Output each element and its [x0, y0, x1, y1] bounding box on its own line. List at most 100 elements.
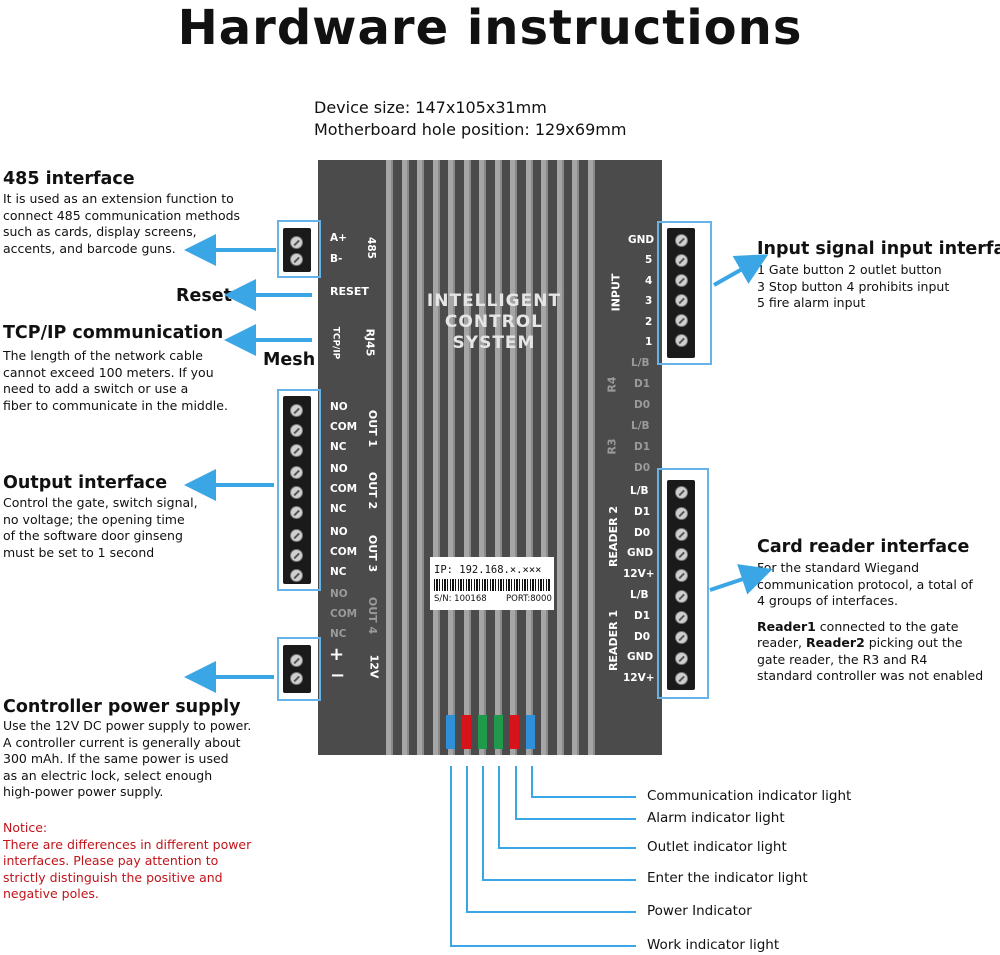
screw-icon [290, 672, 303, 685]
serial-number: S/N: 100168 [434, 594, 487, 604]
highlight-485 [277, 220, 321, 278]
indicator-enter: Enter the indicator light [647, 870, 808, 886]
terminal-485 [283, 228, 311, 272]
output-heading: Output interface [3, 473, 168, 493]
ip-label-card: IP: 192.168.×.××× S/N: 100168 PORT:8000 [430, 557, 554, 610]
pin-plus: + [329, 644, 345, 665]
r1-gnd: GND [627, 651, 654, 663]
highlight-12v [277, 637, 321, 701]
pin-b-minus: B- [330, 253, 343, 265]
screw-icon [290, 529, 303, 542]
heat-sink-fin [572, 160, 579, 755]
power-line: high-power power supply. [3, 784, 164, 799]
screw-icon [675, 274, 688, 287]
tcpip-line: The length of the network cable [3, 348, 203, 363]
power-line: as an electric lock, select enough [3, 767, 213, 783]
barcode-icon [434, 579, 550, 591]
screw-icon [675, 314, 688, 327]
r4-lb: L/B [631, 357, 650, 369]
power-line: Use the 12V DC power supply to power. [3, 718, 252, 733]
i485-heading: 485 interface [3, 169, 135, 189]
notice-block: Notice: There are differences in differe… [3, 820, 251, 903]
reader2-pre: reader, [757, 635, 806, 650]
heat-sink-fin [386, 160, 393, 755]
notice-line: Notice: [3, 820, 48, 835]
leader-alarm [515, 766, 636, 820]
card-line: 4 groups of interfaces. [757, 593, 898, 608]
out2-no: NO [330, 463, 348, 475]
terminal-12v [283, 645, 311, 693]
grill-line: INTELLIGENT [426, 291, 562, 311]
indicator-led [462, 715, 471, 749]
screw-icon [675, 672, 688, 685]
reader2-desc: picking out the [864, 635, 963, 650]
screw-icon [290, 654, 303, 667]
r4-d0: D0 [634, 399, 651, 411]
input-gnd: GND [628, 234, 655, 246]
heat-sink-fin [587, 160, 595, 755]
screw-icon [290, 486, 303, 499]
i485-block: 485 interface It is used as an extension… [3, 169, 240, 257]
heat-sink-fin [510, 160, 517, 755]
mesh-label: Mesh [263, 350, 316, 370]
power-heading: Controller power supply [3, 697, 241, 717]
power-line: 300 mAh. If the same power is used [3, 751, 229, 766]
screw-icon [290, 444, 303, 457]
indicator-led [478, 715, 487, 749]
r1-12v: 12V+ [623, 672, 655, 684]
screw-icon [675, 548, 688, 561]
reader1-desc: connected to the gate [815, 618, 959, 634]
r3-d1: D1 [634, 441, 651, 453]
screw-icon [675, 294, 688, 307]
i485-line: connect 485 communication methods [3, 207, 241, 223]
i485-line: accents, and barcode guns. [3, 240, 176, 256]
terminal-input [667, 228, 695, 358]
heat-sink-fin [463, 160, 471, 755]
heat-sink-fin [479, 160, 486, 755]
heat-sink-fin [448, 160, 455, 755]
indicator-alarm: Alarm indicator light [647, 810, 785, 826]
notice-line: negative poles. [3, 886, 99, 901]
card-heading: Card reader interface [757, 537, 970, 557]
screw-icon [675, 507, 688, 520]
leader-work [450, 766, 636, 947]
out3-com: COM [330, 546, 358, 558]
screw-icon [675, 631, 688, 644]
highlight-readers [657, 468, 709, 699]
output-line: of the software door ginseng [3, 528, 183, 543]
card-line: standard controller was not enabled [757, 668, 984, 683]
heat-sink-fin [417, 160, 424, 755]
heat-sink-fin [541, 160, 548, 755]
highlight-input [657, 221, 712, 365]
arrow-card [709, 564, 773, 595]
screw-icon [675, 528, 688, 541]
out1-no: NO [330, 401, 348, 413]
output-line: must be set to 1 second [3, 544, 155, 560]
screw-icon [290, 569, 303, 582]
screw-icon [675, 611, 688, 624]
leader-power [466, 766, 636, 913]
indicator-power: Power Indicator [647, 903, 752, 919]
card-line: gate reader, the R3 and R4 [757, 651, 928, 667]
out4-com: COM [330, 608, 358, 620]
card-line: communication protocol, a total of [757, 576, 973, 592]
screw-icon [290, 549, 303, 562]
tcpip-line: fiber to communicate in the middle. [3, 397, 228, 413]
out2-com: COM [330, 483, 358, 495]
notice-line: There are differences in different power [3, 836, 252, 852]
r2-d1: D1 [634, 506, 651, 518]
output-block: Output interface Control the gate, switc… [3, 473, 198, 561]
screw-icon [290, 506, 303, 519]
card-line: reader, Reader2 picking out the [757, 635, 983, 652]
input-line: 1 Gate button 2 outlet button [757, 262, 942, 277]
heat-sink-fin [525, 160, 533, 755]
r2-lb: L/B [630, 485, 649, 497]
screw-icon [675, 254, 688, 267]
r2-12v: 12V+ [623, 568, 655, 580]
input-line: 5 fire alarm input [757, 295, 866, 310]
pin-minus: − [330, 665, 346, 686]
screw-icon [675, 590, 688, 603]
input-block: Input signal input interface 1 Gate butt… [757, 239, 1000, 312]
